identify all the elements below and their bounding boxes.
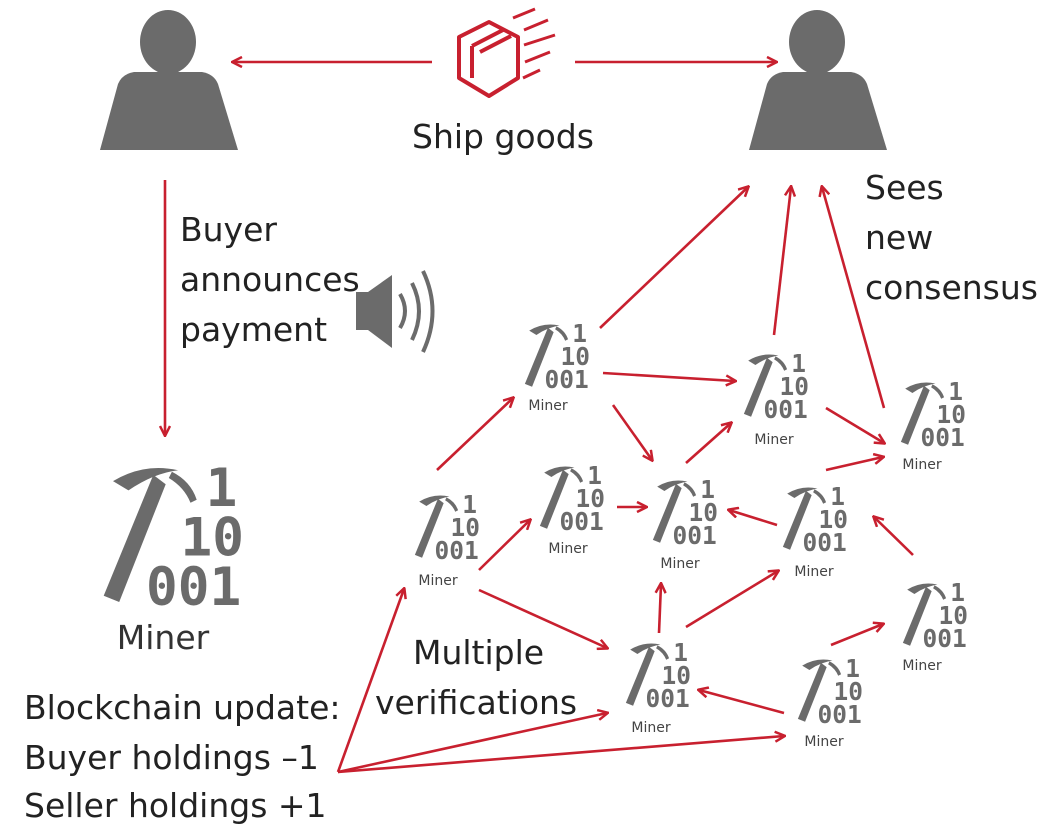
miner-label: Miner <box>418 573 458 589</box>
binary-bits: 10 <box>689 498 718 527</box>
ship-goods-label: Ship goods <box>412 117 594 156</box>
binary-bits: 10 <box>561 342 590 371</box>
binary-bits: 001 <box>921 423 965 452</box>
miner-label: Miner <box>902 658 942 674</box>
binary-bits: 001 <box>818 700 862 729</box>
miners-layer: 1100011100011100011100011100011100011100… <box>103 319 968 729</box>
binary-bits: 001 <box>545 365 589 394</box>
miner-label: Miner <box>528 398 568 414</box>
speaker-icon <box>356 270 435 353</box>
binary-bits: 001 <box>560 507 604 536</box>
binary-bits: 001 <box>646 684 690 713</box>
binary-bits: 1 <box>791 349 806 378</box>
flow-arrow <box>659 584 661 634</box>
flow-arrow <box>478 520 530 571</box>
sees-consensus-line-2: new <box>865 218 934 257</box>
buyer-announces-line-2: announces <box>180 260 360 299</box>
sees-consensus-line-3: consensus <box>865 268 1038 307</box>
flow-arrow <box>699 690 785 715</box>
buyer-announces-line-1: Buyer <box>180 210 277 249</box>
shipping-box-icon <box>457 7 556 98</box>
flow-arrow <box>874 517 914 556</box>
binary-bits: 10 <box>780 372 809 401</box>
flow-arrow <box>336 589 404 773</box>
flow-arrow <box>772 187 791 336</box>
flow-arrow <box>611 404 652 460</box>
flow-arrow <box>822 187 886 409</box>
buyer-announces-line-3: payment <box>180 310 328 349</box>
binary-bits: 10 <box>180 508 243 569</box>
blockchain-update-line-3: Seller holdings +1 <box>24 786 327 825</box>
binary-bits: 1 <box>462 490 477 519</box>
flow-arrow <box>685 423 731 464</box>
binary-bits: 1 <box>673 638 688 667</box>
flow-arrow <box>436 398 513 471</box>
multiple-verifications-line-1: Multiple <box>413 633 545 672</box>
binary-bits: 001 <box>435 536 479 565</box>
binary-bits: 1 <box>572 319 587 348</box>
binary-bits: 10 <box>937 400 966 429</box>
binary-bits: 10 <box>834 677 863 706</box>
binary-bits: 1 <box>948 377 963 406</box>
flow-arrow <box>825 406 884 443</box>
flow-arrow <box>602 371 735 381</box>
binary-bits: 10 <box>451 513 480 542</box>
flow-arrow <box>478 588 607 648</box>
flow-arrow <box>685 571 778 629</box>
miner-label: Miner <box>804 734 844 750</box>
miner-label: Miner <box>116 618 210 657</box>
miner-label: Miner <box>660 556 700 572</box>
miner-label: Miner <box>754 432 794 448</box>
binary-bits: 10 <box>939 601 968 630</box>
binary-bits: 1 <box>587 461 602 490</box>
miner-label: Miner <box>794 564 834 580</box>
blockchain-update-line-2: Buyer holdings –1 <box>24 738 319 777</box>
binary-bits: 10 <box>662 661 691 690</box>
flow-arrow <box>729 510 778 527</box>
binary-bits: 10 <box>819 505 848 534</box>
buyer-person-icon <box>100 10 238 150</box>
multiple-verifications-line-2: verifications <box>375 683 578 722</box>
binary-bits: 001 <box>764 395 808 424</box>
binary-bits: 001 <box>803 528 847 557</box>
binary-bits: 001 <box>923 624 967 653</box>
miner-label: Miner <box>902 457 942 473</box>
flow-arrow <box>599 187 748 329</box>
arrows-layer <box>165 62 914 774</box>
flow-arrow <box>337 736 784 774</box>
flow-arrow <box>830 624 883 647</box>
binary-bits: 1 <box>700 475 715 504</box>
sees-consensus-line-1: Sees <box>865 168 944 207</box>
flow-arrow <box>825 457 883 472</box>
binary-bits: 10 <box>576 484 605 513</box>
blockchain-update-line-1: Blockchain update: <box>24 688 341 727</box>
seller-person-icon <box>749 10 887 150</box>
miner-label: Miner <box>548 541 588 557</box>
miner-label: Miner <box>631 720 671 736</box>
binary-bits: 001 <box>673 521 717 550</box>
binary-bits: 1 <box>845 654 860 683</box>
binary-bits: 1 <box>206 458 238 519</box>
binary-bits: 001 <box>146 557 241 618</box>
flow-arrow <box>337 713 607 774</box>
binary-bits: 1 <box>830 482 845 511</box>
binary-bits: 1 <box>950 578 965 607</box>
